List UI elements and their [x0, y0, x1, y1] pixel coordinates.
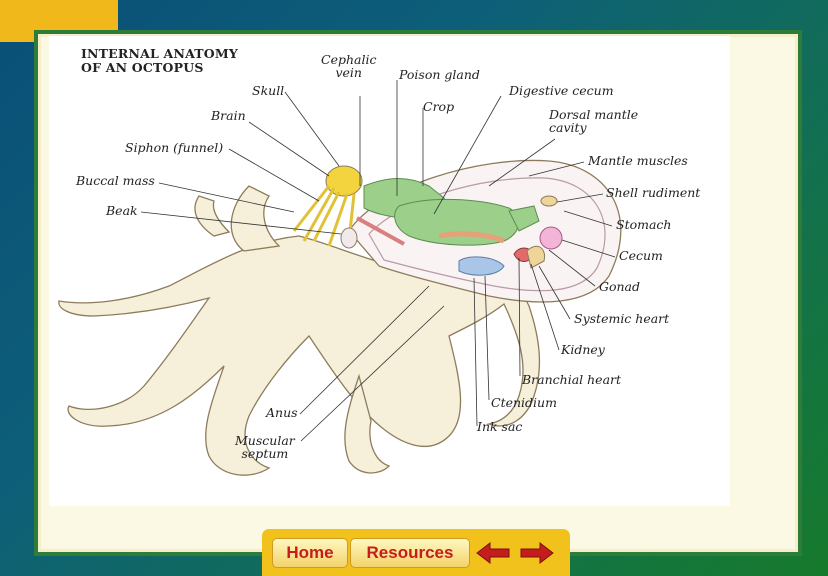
octopus-anatomy-figure: INTERNAL ANATOMY OF AN OCTOPUS Cephalic … — [49, 36, 730, 506]
diagram-title-line2: OF AN OCTOPUS — [81, 60, 204, 75]
home-button[interactable]: Home — [272, 538, 348, 568]
right-arrow-icon[interactable] — [518, 540, 556, 566]
navigation-bar: Home Resources — [262, 529, 570, 576]
diagram-title-line1: INTERNAL ANATOMY — [81, 46, 239, 61]
label-stomach: Stomach — [616, 217, 672, 232]
label-skull: Skull — [252, 83, 285, 98]
label-cecum: Cecum — [619, 248, 663, 263]
label-digestive-cecum: Digestive cecum — [509, 83, 614, 98]
label-beak: Beak — [106, 203, 138, 218]
label-shell-rudiment: Shell rudiment — [606, 185, 701, 200]
label-kidney: Kidney — [561, 342, 605, 357]
label-ink-sac: Ink sac — [477, 419, 523, 434]
label-brain: Brain — [211, 108, 246, 123]
label-branchial-heart: Branchial heart — [522, 372, 622, 387]
label-muscular-septum: Muscular septum — [235, 433, 295, 461]
label-ctenidium: Ctenidium — [491, 395, 557, 410]
octopus-illustration — [58, 80, 622, 476]
label-anus: Anus — [266, 405, 298, 420]
label-poison-gland: Poison gland — [399, 67, 480, 82]
label-dorsal-mantle-cavity: Dorsal mantle cavity — [549, 107, 639, 135]
label-mantle-muscles: Mantle muscles — [588, 153, 688, 168]
resources-button[interactable]: Resources — [350, 538, 470, 568]
label-buccal-mass: Buccal mass — [76, 173, 155, 188]
left-arrow-icon[interactable] — [474, 540, 512, 566]
label-cephalic-vein: Cephalic vein — [321, 52, 377, 80]
label-siphon: Siphon (funnel) — [125, 140, 224, 155]
label-systemic-heart: Systemic heart — [574, 311, 670, 326]
label-gonad: Gonad — [599, 279, 641, 294]
label-crop: Crop — [423, 99, 455, 114]
diagram-title: INTERNAL ANATOMY OF AN OCTOPUS — [81, 47, 238, 75]
